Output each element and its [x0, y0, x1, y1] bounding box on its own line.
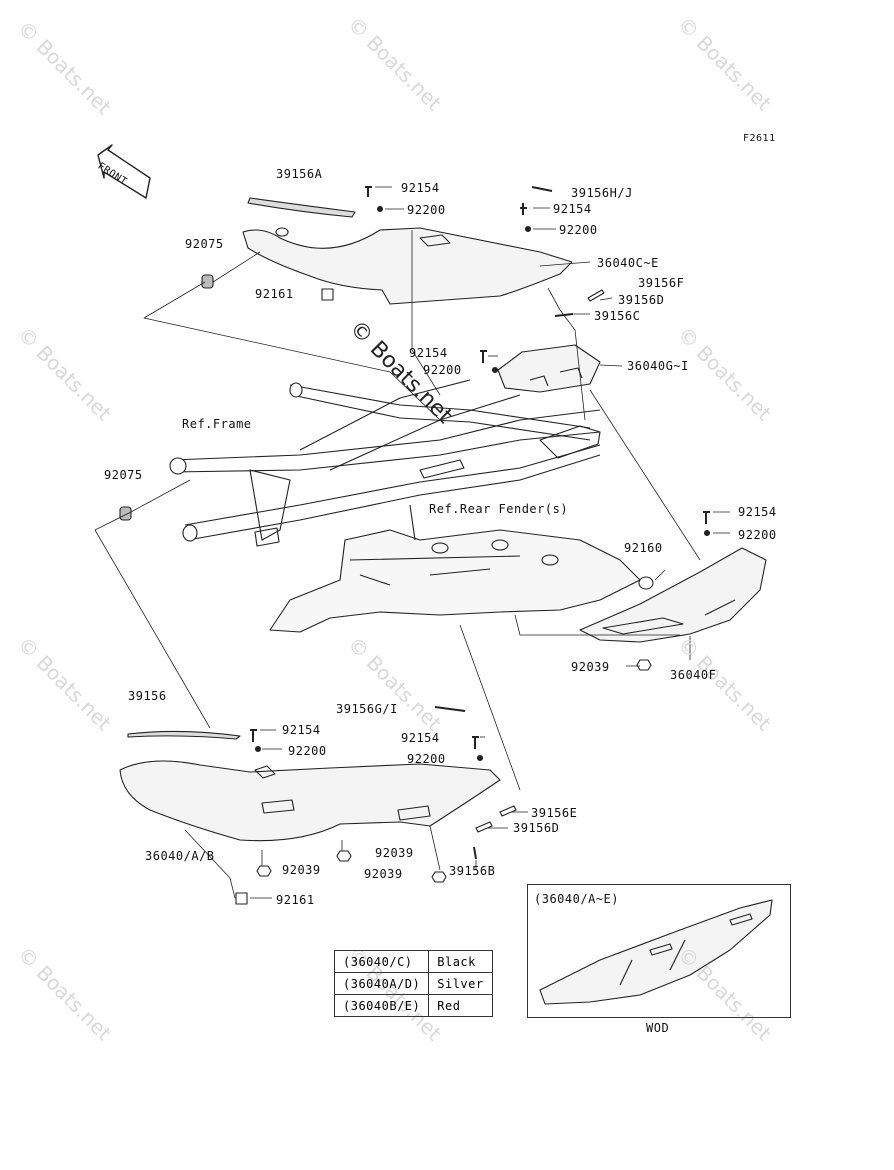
- screw-92154-c: [480, 350, 487, 363]
- label-92154: 92154: [401, 181, 440, 195]
- label-39156GI: 39156G/I: [336, 702, 398, 716]
- label-92039: 92039: [282, 863, 321, 877]
- label-39156A: 39156A: [276, 167, 323, 181]
- color-name-cell: Silver: [428, 972, 493, 995]
- nut-92039-c: [256, 865, 272, 877]
- label-39156: 39156: [128, 689, 167, 703]
- screw-92154-e: [250, 729, 257, 742]
- part-39156HJ: [531, 186, 553, 192]
- label-39156F: 39156F: [638, 276, 685, 290]
- label-92200: 92200: [423, 363, 462, 377]
- label-36040CE: 36040C~E: [597, 256, 659, 270]
- label-39156D: 39156D: [618, 293, 665, 307]
- label-92075: 92075: [185, 237, 224, 251]
- color-name-cell: Black: [428, 950, 493, 973]
- inset-box: [527, 884, 791, 1018]
- nut-92039-b: [336, 850, 352, 862]
- label-39156D: 39156D: [513, 821, 560, 835]
- label-92200: 92200: [407, 203, 446, 217]
- color-code-table: (36040/C) Black (36040A/D) Silver (36040…: [333, 950, 493, 1017]
- label-92154: 92154: [282, 723, 321, 737]
- screw-92154-f: [472, 736, 479, 749]
- label-92154: 92154: [553, 202, 592, 216]
- label-92161: 92161: [255, 287, 294, 301]
- rear-frame: [169, 379, 601, 547]
- screw-92154-a: [365, 186, 372, 197]
- grommet-92200-c: [491, 366, 499, 374]
- label-39156HJ: 39156H/J: [571, 186, 633, 200]
- label-ref-rear-fender: Ref.Rear Fender(s): [429, 502, 569, 516]
- tail-piece-36040GI: [497, 344, 601, 393]
- grommet-92200-a: [376, 205, 384, 213]
- nut-92039-d: [431, 871, 447, 883]
- label-39156E: 39156E: [531, 806, 578, 820]
- front-arrow-icon: [97, 144, 151, 199]
- color-code-cell: (36040/C): [333, 950, 430, 973]
- label-92039: 92039: [571, 660, 610, 674]
- inset-side-cover: [539, 899, 773, 1005]
- table-row: (36040/C) Black: [333, 950, 493, 973]
- label-92075: 92075: [104, 468, 143, 482]
- label-36040GI: 36040G~I: [627, 359, 689, 373]
- label-36040AB: 36040/A/B: [145, 849, 215, 863]
- screw-92154-d: [703, 511, 710, 524]
- label-92160: 92160: [624, 541, 663, 555]
- part-39156F: [587, 289, 605, 302]
- diagram-code: F2611: [743, 133, 776, 144]
- label-39156C: 39156C: [594, 309, 641, 323]
- table-row: (36040B/E) Red: [333, 994, 493, 1017]
- label-92200: 92200: [738, 528, 777, 542]
- label-92154: 92154: [409, 346, 448, 360]
- inset-caption: WOD: [646, 1021, 670, 1035]
- label-92039: 92039: [364, 867, 403, 881]
- color-code-cell: (36040B/E): [333, 994, 430, 1017]
- label-92200: 92200: [288, 744, 327, 758]
- part-39156A: [247, 197, 356, 218]
- grommet-92200-f: [476, 754, 484, 762]
- rear-fender: [269, 504, 641, 633]
- label-92154: 92154: [401, 731, 440, 745]
- table-row: (36040A/D) Silver: [333, 972, 493, 995]
- clip-92161-a: [321, 288, 334, 301]
- damper-92075-a: [201, 274, 214, 289]
- label-92200: 92200: [407, 752, 446, 766]
- part-39156E: [499, 805, 517, 817]
- part-39156: [127, 730, 241, 740]
- nut-92039-a: [636, 659, 652, 671]
- label-36040F: 36040F: [670, 668, 717, 682]
- label-92039: 92039: [375, 846, 414, 860]
- grommet-92200-e: [254, 745, 262, 753]
- grommet-92160: [638, 576, 654, 590]
- part-39156GI: [434, 706, 466, 712]
- damper-92075-b: [119, 506, 132, 521]
- label-39156B: 39156B: [449, 864, 496, 878]
- lower-side-cover-36040: [119, 760, 501, 842]
- inset-title: (36040/A~E): [534, 892, 619, 906]
- part-39156D-b: [475, 821, 493, 833]
- label-92200: 92200: [559, 223, 598, 237]
- color-name-cell: Red: [428, 994, 493, 1017]
- clip-92161-b: [235, 892, 248, 905]
- upper-side-cover-36040C: [242, 227, 573, 305]
- color-code-cell: (36040A/D): [333, 972, 430, 995]
- grommet-92200-d: [703, 529, 711, 537]
- label-92161: 92161: [276, 893, 315, 907]
- tail-cover-36040F: [579, 547, 767, 643]
- part-39156B: [473, 846, 477, 860]
- label-92154: 92154: [738, 505, 777, 519]
- grommet-92200-b: [524, 225, 532, 233]
- label-ref-frame: Ref.Frame: [182, 417, 252, 431]
- screw-92154-b: [520, 203, 527, 215]
